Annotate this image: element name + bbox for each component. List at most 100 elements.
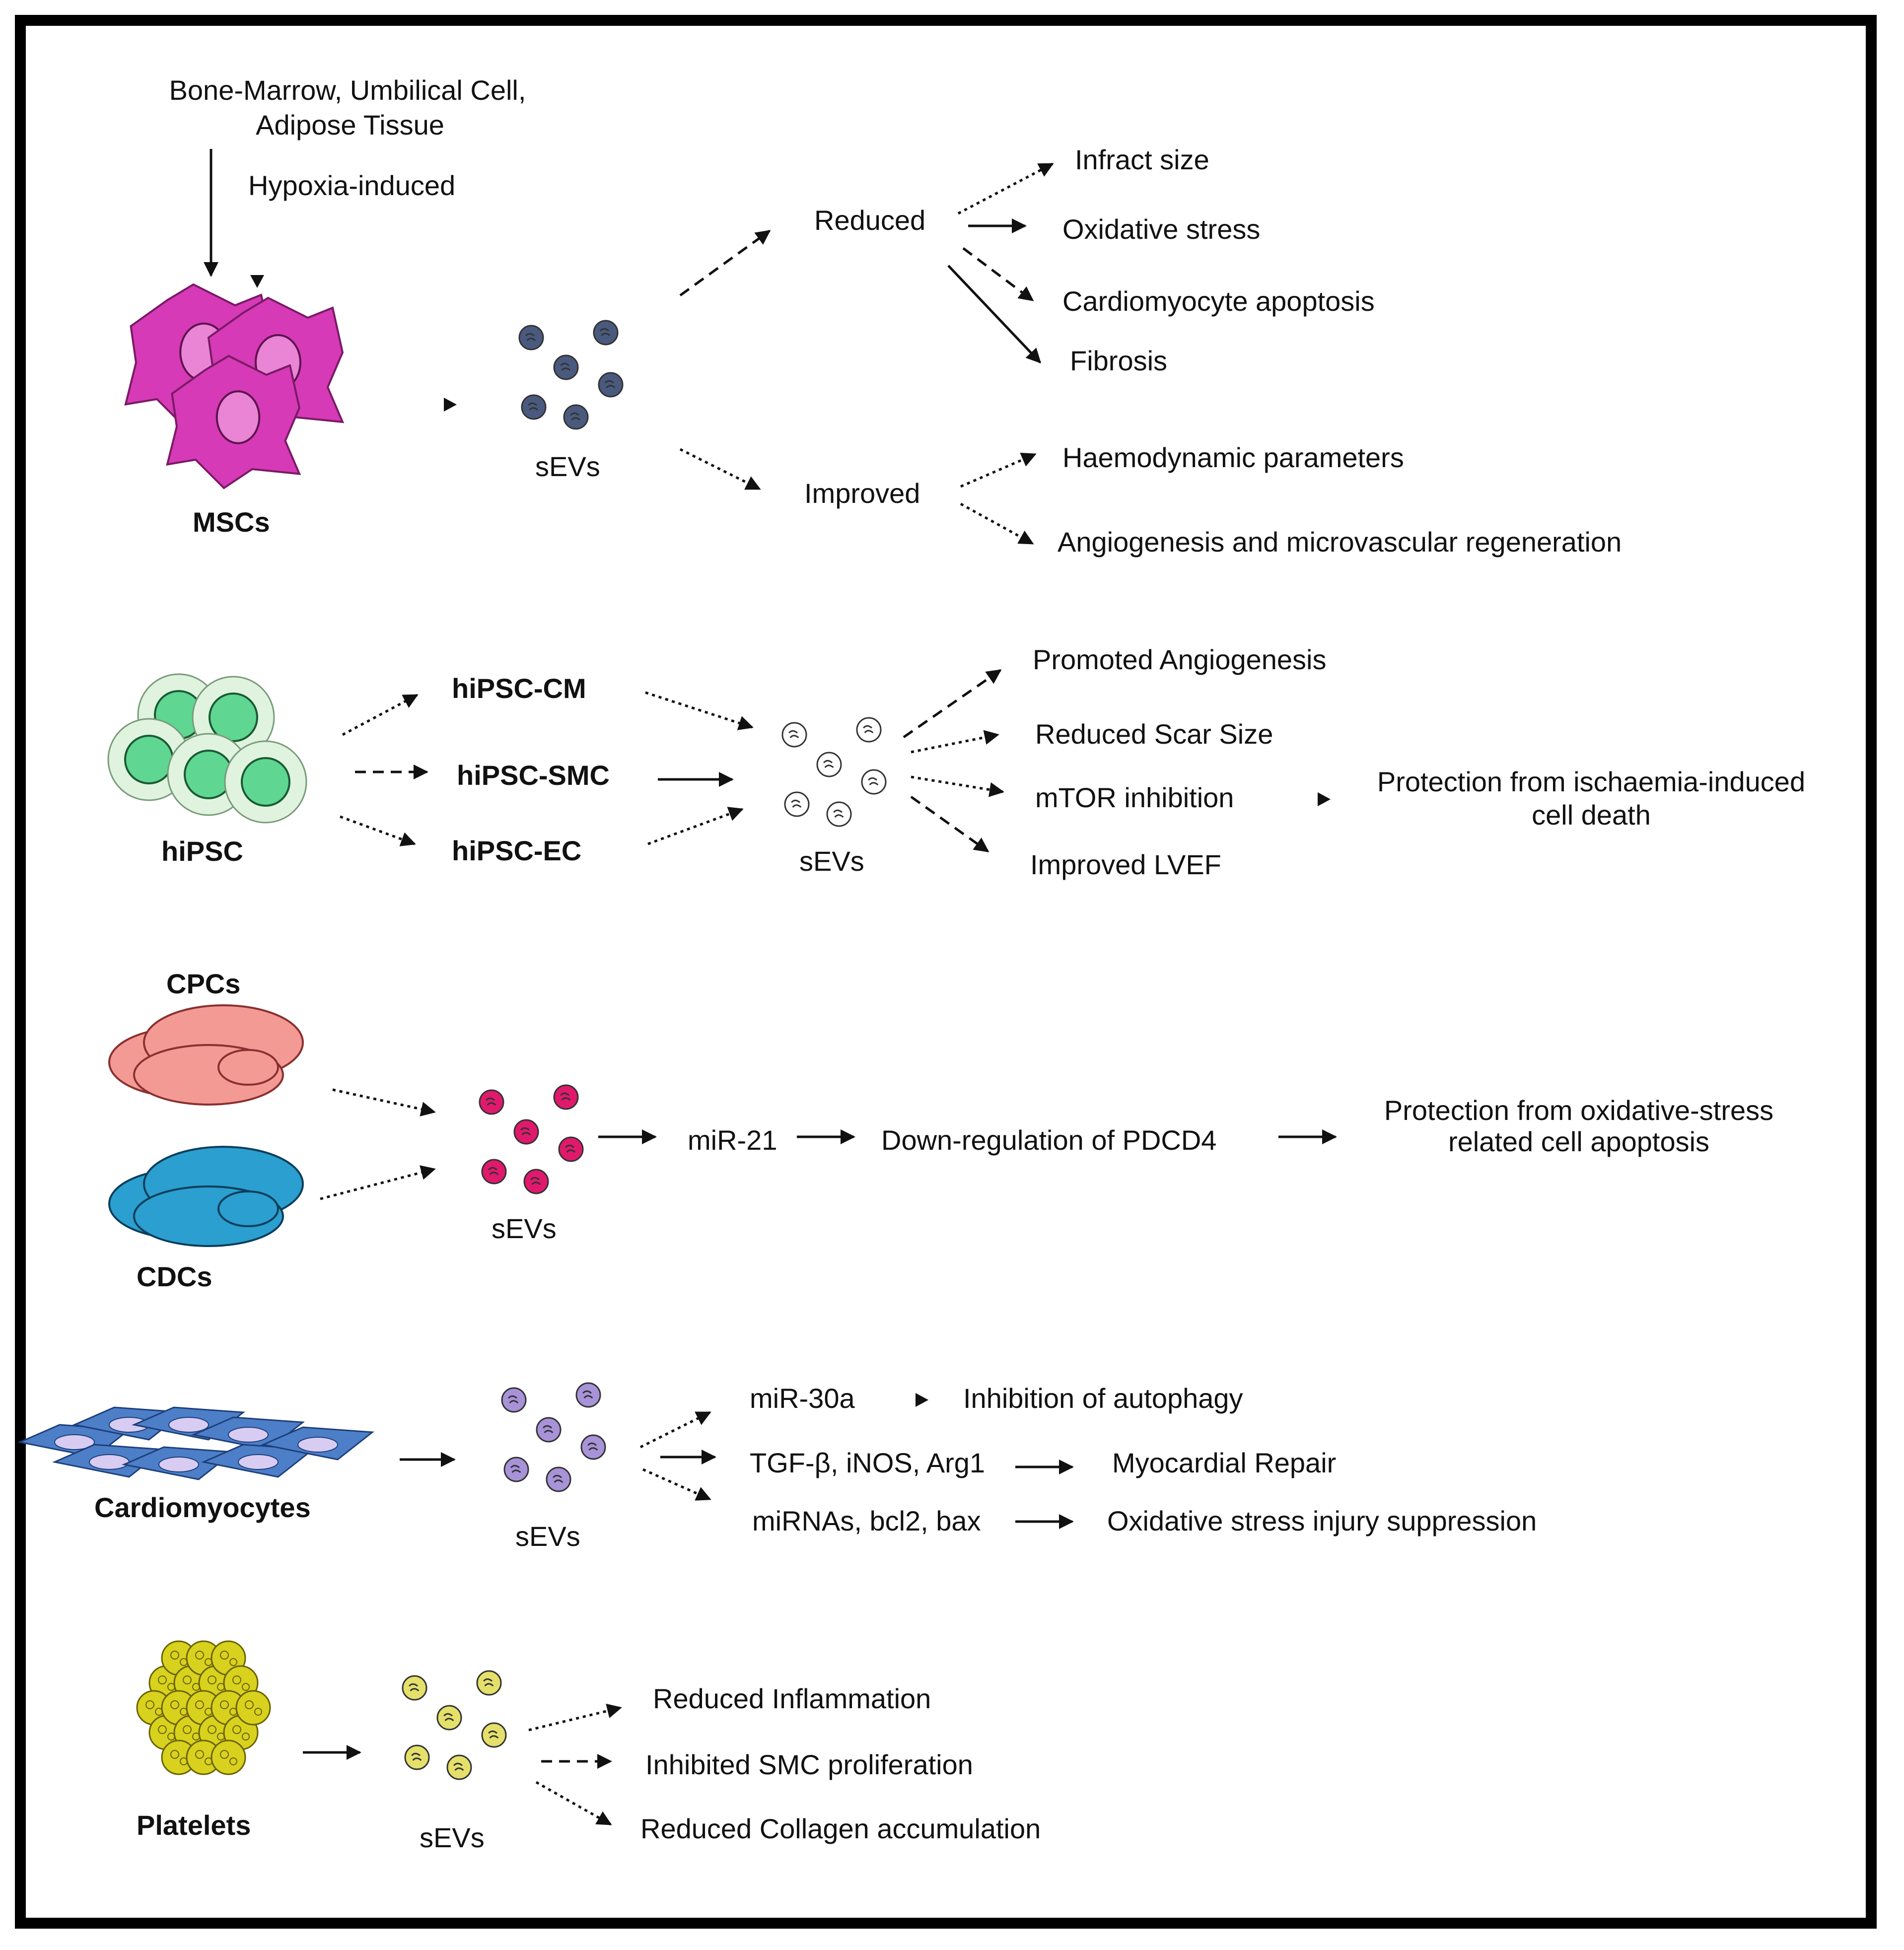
flow-arrow [647, 807, 744, 845]
cpc-downregulation-label: Down-regulation of PDCD4 [881, 1124, 1217, 1156]
msc-sources-label-line2: Adipose Tissue [256, 109, 444, 140]
msc-reduced-item: Fibrosis [1070, 345, 1168, 376]
nucleus-icon [89, 1454, 130, 1470]
hipsc-nucleus-icon [209, 693, 258, 742]
cpc-mir-label: miR-21 [688, 1124, 777, 1156]
cardio-cell-label: Cardiomyocytes [94, 1492, 311, 1523]
msc-sev-label: sEVs [535, 451, 600, 482]
platelet-icon [211, 1740, 246, 1775]
platelet-cell-label: Platelets [137, 1810, 251, 1841]
cardio-cargo-label: miRNAs, bcl2, bax [752, 1505, 981, 1536]
cardio-sev-cluster [501, 1382, 606, 1492]
cpc-cell-label: CPCs [166, 968, 241, 999]
nucleus-icon [297, 1437, 338, 1453]
platelet-effect: Reduced Collagen accumulation [640, 1813, 1041, 1844]
vesicle-icon [479, 1089, 504, 1115]
nucleus-icon [54, 1434, 95, 1450]
vesicle-icon [861, 769, 887, 795]
hipsc-effect: Reduced Scar Size [1035, 718, 1273, 750]
platelet-cells-illustration [136, 1640, 271, 1775]
platelet-sev-cluster [402, 1670, 507, 1780]
hipsc-effect: Improved LVEF [1030, 849, 1221, 880]
flow-arrow [645, 691, 754, 730]
hipsc-nucleus-icon [124, 735, 174, 784]
vesicle-icon [436, 1705, 462, 1731]
vesicle-icon [553, 1084, 579, 1110]
hipsc-derived-label: hiPSC-SMC [457, 760, 610, 791]
cdc-cell-label: CDCs [137, 1261, 212, 1292]
hipsc-cell-label: hiPSC [161, 836, 243, 867]
hipsc-nucleus-icon [241, 757, 290, 807]
flow-arrow [340, 815, 416, 846]
cardiomyocyte-cells-illustration [17, 1406, 374, 1480]
vesicle-icon [826, 801, 852, 827]
hipsc-protection-label: Protection from ischaemia-induced [1377, 766, 1806, 797]
cpc-protection-label: Protection from oxidative-stress [1384, 1095, 1774, 1126]
nucleus-icon [228, 1427, 269, 1443]
arrowhead [250, 275, 264, 288]
cardio-sev-label: sEVs [515, 1521, 580, 1552]
cardio-cargo-label: TGF-β, iNOS, Arg1 [750, 1447, 986, 1478]
hipsc-sev-cluster [781, 717, 887, 827]
vesicle-icon [518, 325, 544, 350]
msc-sev-cluster [518, 320, 624, 430]
vesicle-icon [481, 1722, 507, 1748]
vesicle-icon [523, 1169, 549, 1194]
vesicle-icon [536, 1417, 562, 1443]
flow-arrow [535, 1781, 612, 1826]
vesicle-icon [546, 1466, 571, 1492]
vesicle-icon [580, 1434, 606, 1460]
vesicle-icon [593, 320, 619, 346]
vesicle-icon [501, 1387, 527, 1413]
flow-arrow [960, 502, 1034, 545]
vesicle-icon [598, 372, 624, 398]
flow-arrow [332, 1088, 436, 1116]
flow-arrow [528, 1703, 622, 1732]
vesicle-icon [503, 1457, 529, 1482]
cpc-cells-illustration [108, 1004, 304, 1247]
flow-arrow [639, 1411, 711, 1449]
vesicle-icon [563, 404, 589, 430]
arrowhead [1318, 792, 1331, 806]
cpc-sev-cluster [479, 1084, 584, 1194]
vesicle-icon [856, 717, 882, 743]
vesicle-icon [816, 752, 842, 777]
vesicle-icon [784, 791, 810, 817]
flow-arrow [342, 694, 419, 736]
platelet-effect: Inhibited SMC proliferation [645, 1749, 973, 1780]
msc-improved-label: Improved [804, 478, 920, 509]
vesicle-icon [481, 1159, 507, 1184]
nucleus-icon [217, 1049, 279, 1086]
nucleus-icon [238, 1454, 279, 1470]
msc-sources-label: Bone-Marrow, Umbilical Cell, [169, 74, 526, 106]
vesicle-icon [402, 1675, 427, 1701]
vesicle-icon [575, 1382, 601, 1408]
flow-arrow [910, 795, 989, 853]
flow-arrow [679, 229, 771, 297]
flow-arrow [947, 265, 1042, 364]
platelet-effect: Reduced Inflammation [653, 1683, 931, 1714]
cardio-outcome-label: Inhibition of autophagy [963, 1383, 1243, 1414]
msc-hypoxia-label: Hypoxia-induced [248, 170, 456, 201]
msc-cell-label: MSCs [193, 506, 270, 538]
msc-improved-item: Angiogenesis and microvascular regenerat… [1058, 526, 1622, 557]
flow-arrow [960, 452, 1037, 488]
cpc-sev-label: sEVs [492, 1213, 557, 1244]
flow-arrow [957, 162, 1054, 215]
vesicle-icon [781, 722, 807, 748]
msc-reduced-item: Oxidative stress [1062, 213, 1261, 245]
flow-arrow [903, 669, 1002, 739]
vesicle-icon [558, 1136, 584, 1162]
arrowhead [916, 1393, 928, 1407]
flow-arrow [320, 1165, 436, 1200]
hipsc-sev-label: sEVs [799, 845, 864, 877]
platelet-sev-label: sEVs [420, 1822, 485, 1853]
msc-reduced-item: Infract size [1075, 144, 1209, 175]
flow-arrow [642, 1468, 711, 1501]
hipsc-derived-label: hiPSC-CM [452, 673, 586, 704]
platelet-icon [235, 1690, 271, 1726]
msc-cells-illustration [124, 283, 345, 489]
flow-arrow [679, 448, 761, 490]
